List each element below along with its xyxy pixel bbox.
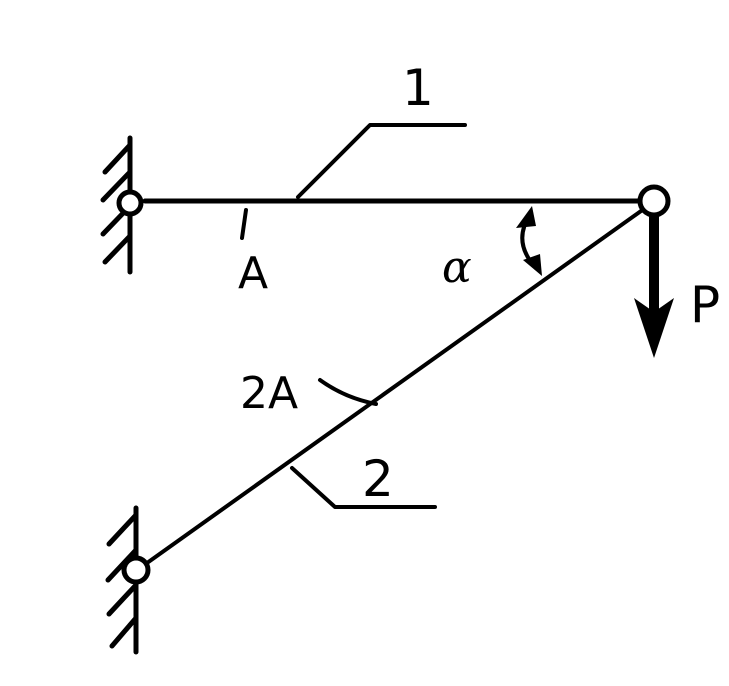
rod-2 <box>145 209 643 565</box>
lower-hatch-4 <box>109 615 139 649</box>
angle-arrowhead-top <box>516 206 536 228</box>
force-arrowhead <box>634 298 674 358</box>
rod-1-area-label: A <box>238 248 268 299</box>
upper-hatch-2 <box>100 169 133 203</box>
lower-hinge <box>121 555 151 585</box>
force-label: P <box>690 276 720 334</box>
rod-1-number-label: 1 <box>402 59 434 117</box>
upper-hinge <box>116 189 144 217</box>
rod-1-leader <box>296 123 467 199</box>
angle-label: α <box>442 242 472 293</box>
rod-2-area-leader <box>318 378 378 406</box>
angle-arrowhead-bottom <box>523 254 542 276</box>
lower-hatch-3 <box>106 582 139 617</box>
upper-hatch-4 <box>102 233 133 265</box>
loaded-joint <box>637 184 671 218</box>
lower-hatch-1 <box>106 512 139 547</box>
angle-arc <box>516 206 542 276</box>
upper-hatch-1 <box>102 142 133 175</box>
rod-2-number-label: 2 <box>362 450 394 508</box>
lower-hatch-2 <box>105 547 139 583</box>
rod-1-area-tick <box>240 208 248 240</box>
rod-2-leader <box>290 466 437 509</box>
force-arrow <box>634 212 674 358</box>
rod-2-area-label: 2A <box>240 368 298 419</box>
